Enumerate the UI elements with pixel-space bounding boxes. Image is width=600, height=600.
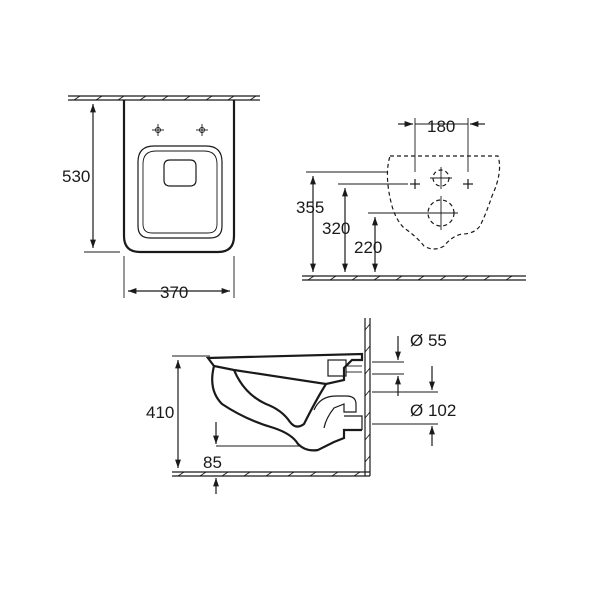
side-view-inlet-pipe (327, 359, 347, 377)
side-view-outlet-connector (344, 415, 363, 430)
side-view-trap-waterway (313, 395, 357, 429)
top-view-bowl-opening (163, 159, 197, 187)
top-view-fixing-left-icon (152, 124, 164, 136)
rear-view-height-220-label: 220 (354, 238, 382, 257)
side-view-inlet-diameter-label: Ø 55 (410, 331, 447, 350)
side-view-rim (205, 352, 364, 386)
top-view-width-label: 370 (160, 283, 188, 302)
side-view: Ø 55 Ø 102 410 85 (146, 318, 456, 494)
rear-view-spacing-label: 180 (427, 117, 455, 136)
rear-view-bowl-outline (386, 155, 501, 250)
top-view-fixing-right-icon (196, 124, 208, 136)
rear-view-floor-hatch (307, 275, 513, 281)
side-view-bowl-outer (211, 365, 362, 452)
rear-view: 180 355 320 220 (296, 117, 526, 281)
side-view-floor-hatch (177, 471, 361, 477)
rear-view-height-355-label: 355 (296, 198, 324, 217)
top-view-bowl-outline (122, 100, 236, 254)
rear-view-fixing-left-icon (410, 179, 420, 189)
top-view-wall-hatch (73, 95, 257, 101)
side-view-bowl-inner (232, 369, 327, 428)
side-view-offset-label: 85 (203, 453, 222, 472)
top-view-depth-label: 530 (62, 167, 90, 186)
rear-view-height-320-label: 320 (322, 219, 350, 238)
side-view-outlet-diameter-label: Ø 102 (410, 401, 456, 420)
top-view-seat-inner (142, 150, 218, 234)
top-view: 530 370 (62, 95, 260, 302)
top-view-seat-outer (137, 145, 223, 239)
side-view-height-label: 410 (146, 403, 174, 422)
side-view-wall-hatch (364, 323, 371, 463)
rear-view-fixing-right-icon (463, 179, 473, 189)
